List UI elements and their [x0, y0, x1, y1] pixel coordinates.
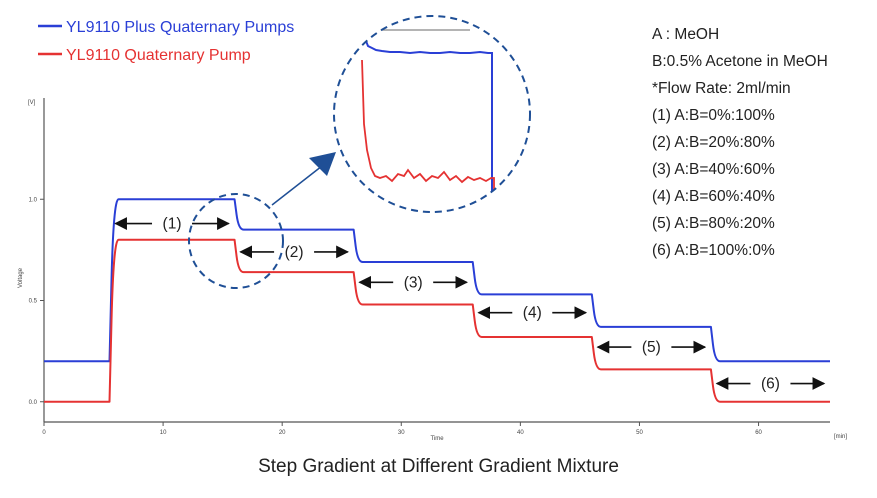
- zoom-pointer-arrowhead: [309, 152, 336, 176]
- condition-line: (2) A:B=20%:80%: [652, 134, 775, 151]
- x-tick-label: 40: [517, 430, 524, 436]
- y-tick-label: 0.5: [29, 299, 38, 305]
- zoom-callout: [188, 15, 531, 289]
- data-series: [44, 198, 830, 403]
- condition-line: (3) A:B=40%:60%: [652, 161, 775, 178]
- condition-line: A : MeOH: [652, 26, 719, 43]
- zoom-pointer-line: [271, 165, 323, 206]
- x-tick-label: 0: [42, 430, 46, 436]
- series-line-blue: [44, 198, 830, 363]
- legend: YL9110 Plus Quaternary Pumps YL9110 Quat…: [38, 19, 294, 64]
- conditions-list: A : MeOH B:0.5% Acetone in MeOH *Flow Ra…: [652, 26, 828, 259]
- condition-line: (5) A:B=80%:20%: [652, 215, 775, 232]
- zoom-detail-line-blue: [361, 19, 493, 212]
- condition-line: (4) A:B=60%:40%: [652, 188, 775, 205]
- x-tick-label: 60: [755, 430, 762, 436]
- series-line-red: [44, 238, 830, 403]
- segment-label: (2): [285, 244, 304, 261]
- zoom-detail-line-red: [361, 59, 495, 212]
- segment-label: (6): [761, 376, 780, 393]
- x-tick-label: 50: [636, 430, 643, 436]
- axes: [V] [min] Time Voltage: [18, 98, 847, 442]
- x-axis-title: Time: [430, 436, 444, 442]
- zoom-detail: [334, 16, 530, 212]
- y-tick-label: 1.0: [29, 197, 38, 203]
- condition-line: (1) A:B=0%:100%: [652, 107, 775, 124]
- segment-label: (1): [163, 216, 182, 233]
- x-unit-label: [min]: [834, 434, 847, 440]
- axis-ticks: 0 10 20 30 40 50 60 0.0 0.5 1.0: [29, 197, 763, 436]
- x-tick-label: 10: [160, 430, 167, 436]
- y-unit-label: [V]: [28, 100, 36, 106]
- y-tick-label: 0.0: [29, 400, 38, 406]
- zoom-detail-background: [334, 16, 530, 212]
- zoom-detail-circle: [333, 15, 531, 213]
- y-axis-title: Voltage: [18, 267, 24, 288]
- segment-label: (5): [642, 339, 661, 356]
- x-tick-label: 20: [279, 430, 286, 436]
- legend-label-blue: YL9110 Plus Quaternary Pumps: [66, 19, 294, 36]
- legend-label-red: YL9110 Quaternary Pump: [66, 47, 251, 64]
- x-tick-label: 30: [398, 430, 405, 436]
- segment-label: (3): [404, 274, 423, 291]
- zoom-source-circle: [188, 193, 284, 289]
- figure-caption: Step Gradient at Different Gradient Mixt…: [258, 456, 619, 477]
- condition-line: B:0.5% Acetone in MeOH: [652, 53, 828, 70]
- condition-line: *Flow Rate: 2ml/min: [652, 80, 791, 97]
- segment-arrows: (1) (2) (3) (4) (5) (6): [114, 216, 826, 393]
- condition-line: (6) A:B=100%:0%: [652, 242, 775, 259]
- segment-label: (4): [523, 305, 542, 322]
